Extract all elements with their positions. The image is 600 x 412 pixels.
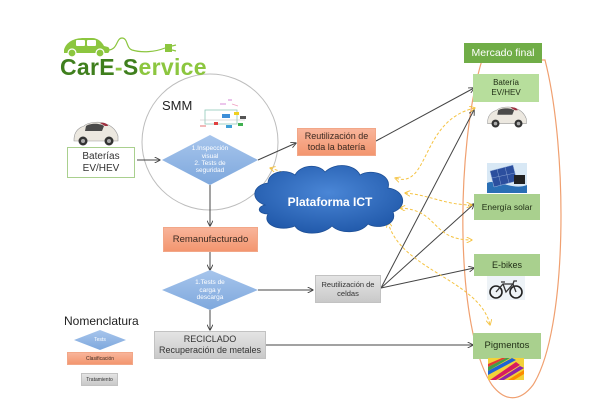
test2-line: descarga <box>196 294 224 302</box>
solar-panel-icon <box>487 163 527 193</box>
recycling-line: RECICLADO <box>183 334 237 345</box>
market-item-battery[interactable]: Batería EV/HEV <box>473 74 539 102</box>
legend-title: Nomenclatura <box>64 314 139 328</box>
reuse-cells-line: Reutilización de <box>321 280 375 289</box>
smm-title: SMM <box>162 98 193 113</box>
ict-link-ebikes <box>400 208 472 240</box>
test1-label: 1.Inspección visual 2. Tests de segurida… <box>180 143 240 177</box>
arrow-test1-to-reuse-battery <box>257 143 296 161</box>
test1-line: seguridad <box>195 167 225 175</box>
car-icon <box>484 103 530 130</box>
logo-part: Car <box>60 54 100 80</box>
ict-cloud <box>254 165 403 234</box>
logo-part: S <box>122 54 139 80</box>
ict-link-solar <box>405 193 472 205</box>
logo-part: E <box>99 54 115 80</box>
ict-link-pigments <box>388 222 490 325</box>
test2-diamond <box>162 270 258 310</box>
reuse-cells-box[interactable]: Reutilización de celdas <box>315 275 381 303</box>
market-item-label: EV/HEV <box>491 88 521 97</box>
test2-line: 1.Tests de <box>195 279 225 287</box>
source-label-line2: EV/HEV <box>82 162 120 174</box>
source-batteries-box[interactable]: Baterías EV/HEV <box>67 147 135 178</box>
legend-tests-diamond <box>74 330 126 350</box>
ict-link-market-battery <box>395 108 475 179</box>
test1-line: 1.Inspección <box>191 145 229 153</box>
ict-platform-label[interactable]: Plataforma ICT <box>287 194 373 209</box>
pigments-icon <box>488 358 524 380</box>
recycling-line: Recuperación de metales <box>158 345 262 355</box>
logo-part: - <box>114 54 123 80</box>
remanufacture-box[interactable]: Remanufacturado <box>163 227 258 252</box>
test1-line: visual <box>201 152 219 160</box>
logo: CarE-Service <box>60 54 207 81</box>
legend-treatment: Tratamiento <box>81 373 118 386</box>
arrow-reuse-battery-to-market-battery <box>375 88 474 142</box>
reuse-cells-line: celdas <box>337 289 359 298</box>
car-plug-icon <box>64 37 177 58</box>
car-icon <box>70 118 122 148</box>
test2-line: carga y <box>199 286 221 294</box>
bicycle-icon <box>487 276 525 300</box>
recycling-box[interactable]: RECICLADO Recuperación de metales <box>154 331 266 359</box>
arrow-cells-to-ebikes <box>380 268 474 289</box>
test1-diamond <box>162 135 258 185</box>
market-item-solar[interactable]: Energía solar <box>474 194 540 220</box>
market-item-ebikes[interactable]: E-bikes <box>474 254 540 276</box>
legend-tests-label: Tests <box>94 337 106 343</box>
legend-classification: Clasificación <box>67 352 133 365</box>
test2-label: 1.Tests de carga y descarga <box>185 277 235 304</box>
market-item-pigments[interactable]: Pigmentos <box>473 333 541 359</box>
test1-line: 2. Tests de <box>194 160 226 167</box>
market-title: Mercado final <box>464 43 542 63</box>
machinery-diagram-icon <box>200 99 246 128</box>
arrow-cells-to-solar <box>380 204 474 289</box>
logo-part: ervice <box>138 54 207 80</box>
reuse-battery-line: Reutilización de <box>304 131 369 142</box>
market-item-label: Batería <box>493 78 519 88</box>
reuse-battery-line: toda la batería <box>307 142 366 152</box>
reuse-battery-box[interactable]: Reutilización de toda la batería <box>297 128 376 156</box>
source-label-line1: Baterías <box>82 150 120 162</box>
